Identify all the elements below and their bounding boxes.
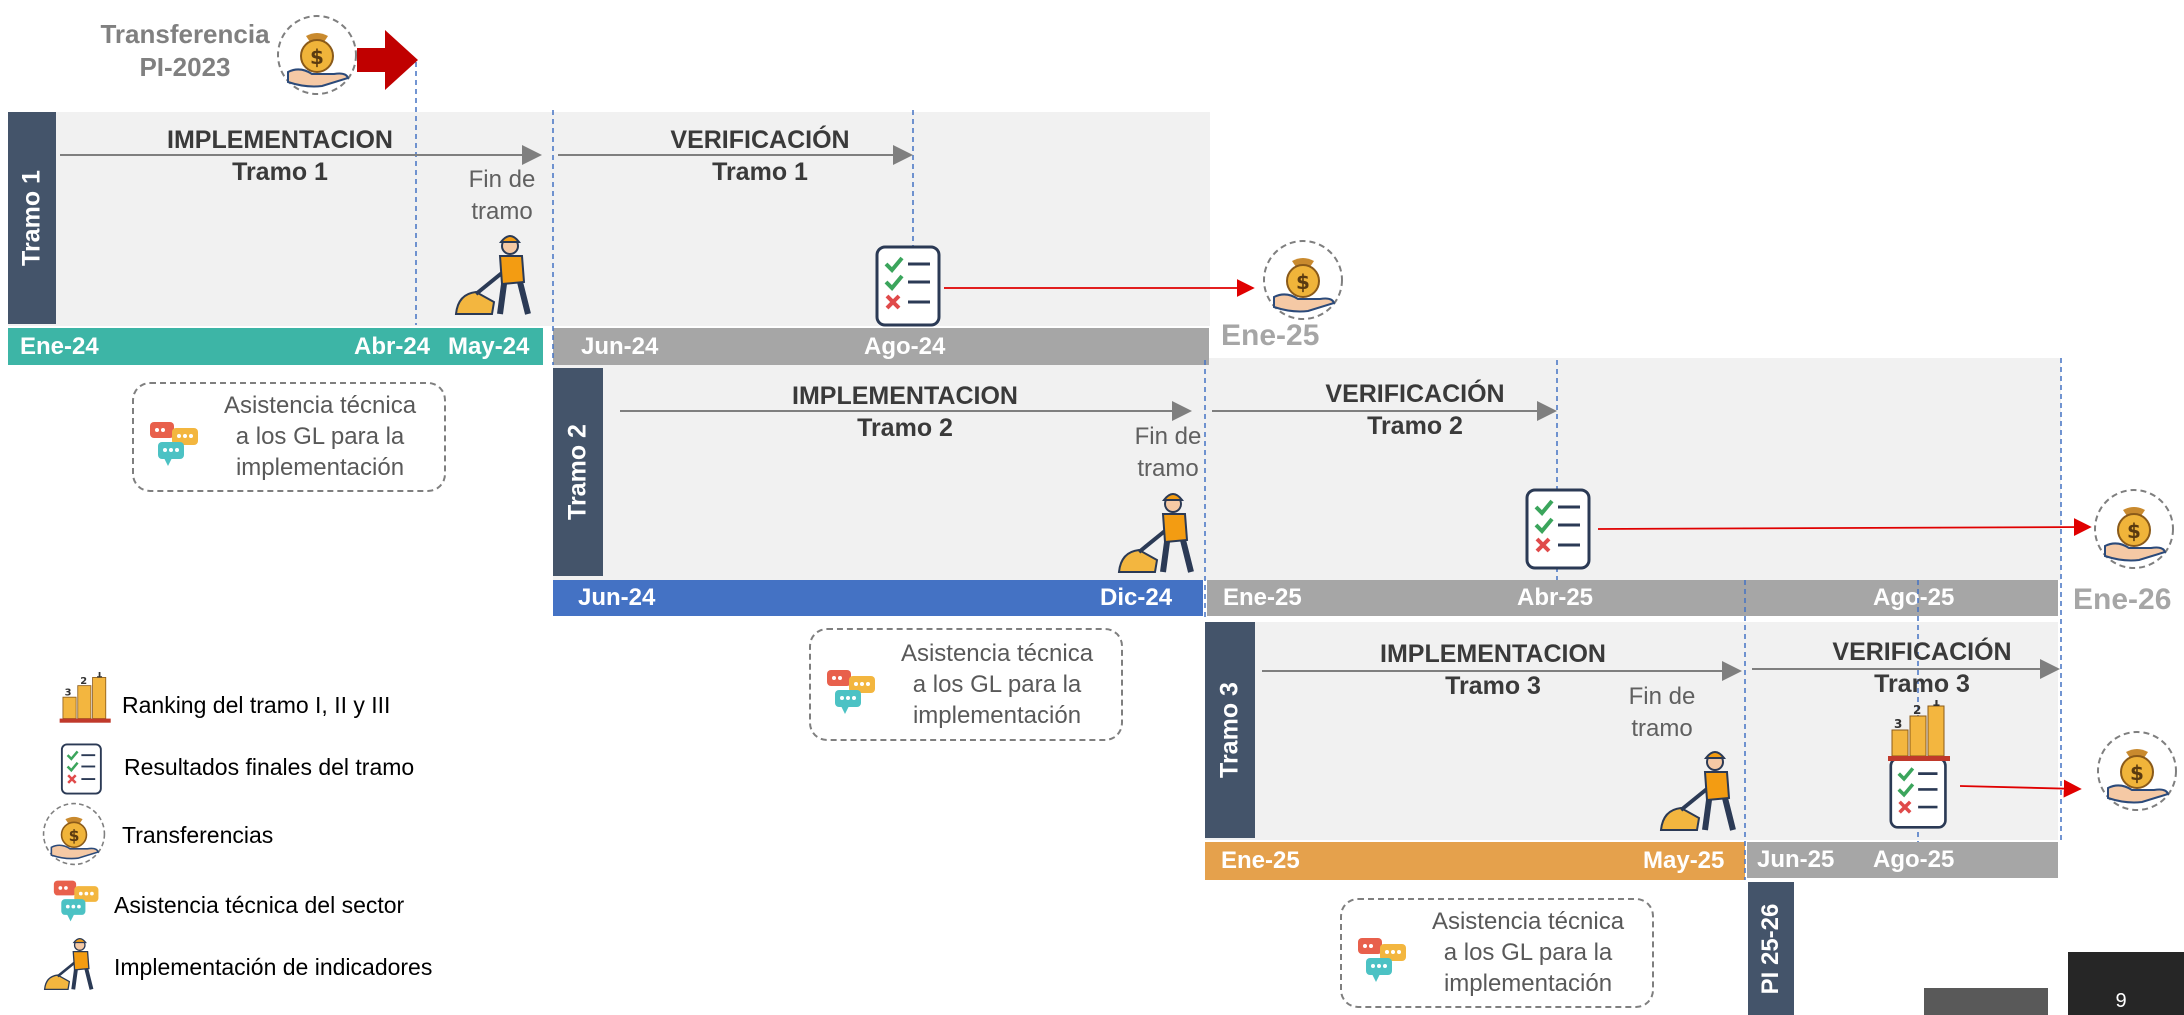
worker-icon	[1657, 748, 1743, 834]
svg-text:$: $	[1296, 270, 1310, 294]
transferencia-label: Transferencia PI-2023	[100, 19, 270, 82]
tramo2-end-date: Ene-26	[2073, 583, 2172, 616]
footer-dark-block	[2068, 952, 2184, 1015]
chat-bubbles-icon	[825, 668, 881, 716]
legend-label-ranking: Ranking del tramo I, II y III	[122, 692, 391, 718]
money-hand-icon: $	[276, 14, 358, 96]
tramo1-verif-band: Jun-24 Ago-24	[553, 328, 1209, 365]
pi-side-label: PI 25-26	[1748, 882, 1794, 1015]
tramo1-panel	[8, 112, 1210, 326]
chat-bubbles-icon	[52, 878, 104, 924]
tramo1-side-label: Tramo 1	[8, 112, 56, 324]
worker-icon	[452, 232, 538, 318]
tramo2-impl-band: Jun-24 Dic-24	[553, 580, 1203, 616]
money-hand-icon: $	[2093, 488, 2175, 570]
svg-text:$: $	[69, 827, 80, 845]
legend-label-implementacion: Implementación de indicadores	[114, 954, 433, 980]
tramo3-side-label: Tramo 3	[1205, 622, 1255, 838]
svg-text:2: 2	[80, 676, 87, 687]
tramo2-panel	[553, 358, 2061, 580]
checklist-icon	[1888, 756, 1950, 830]
money-hand-icon: $	[2096, 730, 2178, 812]
checklist-icon	[60, 742, 104, 796]
chat-bubbles-icon	[1356, 936, 1412, 984]
legend-label-resultados: Resultados finales del tramo	[124, 754, 415, 780]
footer-gray-block	[1924, 988, 2048, 1015]
red-block-arrow	[357, 30, 418, 90]
tramo2-side-label: Tramo 2	[553, 368, 603, 576]
worker-icon	[1115, 490, 1201, 576]
legend-label-asistencia: Asistencia técnica del sector	[114, 892, 405, 918]
svg-text:$: $	[2130, 761, 2144, 785]
svg-text:$: $	[310, 45, 324, 69]
svg-text:$: $	[2127, 519, 2141, 543]
svg-text:3: 3	[65, 688, 72, 699]
chat-bubbles-icon	[148, 420, 204, 468]
svg-text:3: 3	[1894, 717, 1902, 731]
svg-text:2: 2	[1913, 703, 1921, 717]
tramo3-verif-band: Jun-25 Ago-25	[1747, 842, 2058, 878]
money-hand-icon: $	[42, 802, 106, 866]
tramo2-verif-band: Ene-25 Abr-25 Ago-25	[1207, 580, 2058, 616]
checklist-icon	[874, 244, 944, 328]
worker-icon	[42, 936, 98, 992]
checklist-icon	[1524, 487, 1594, 571]
svg-text:1: 1	[1932, 700, 1940, 709]
tramo1-impl-band: Ene-24 Abr-24 May-24	[8, 328, 543, 365]
page-number: 9	[2115, 990, 2127, 1012]
tramo1-end-date: Ene-25	[1221, 319, 1320, 352]
tramo3-impl-band: Ene-25 May-25	[1205, 842, 1745, 880]
legend-label-transferencias: Transferencias	[122, 822, 274, 848]
svg-text:1: 1	[96, 672, 103, 680]
money-hand-icon: $	[1262, 239, 1344, 321]
